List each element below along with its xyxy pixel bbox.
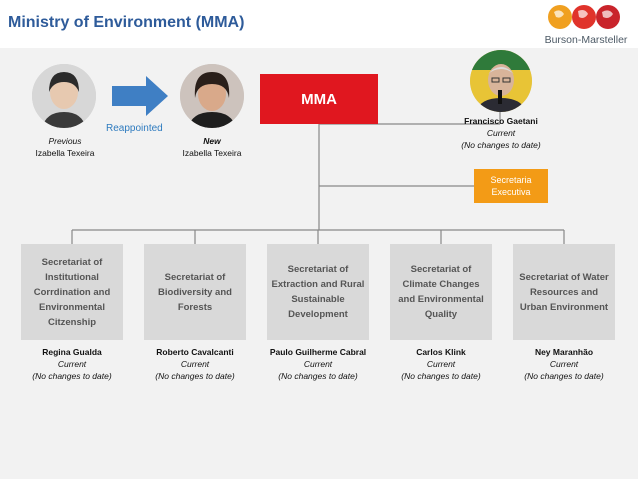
head-note: (No changes to date) bbox=[278, 371, 358, 381]
head-name: Regina Gualda bbox=[42, 347, 102, 357]
head-name: Ney Maranhão bbox=[534, 347, 594, 357]
globe-icons bbox=[548, 5, 620, 29]
executive-note: (No changes to date) bbox=[461, 140, 541, 150]
head-note: (No changes to date) bbox=[524, 371, 604, 381]
head-name: Carlos Klink bbox=[416, 347, 466, 357]
secretariat-head: Paulo Guilherme Cabral Current (No chang… bbox=[257, 346, 379, 382]
logo-text: Burson-Marsteller bbox=[544, 34, 628, 46]
header: Ministry of Environment (MMA) Burson-Mar… bbox=[0, 0, 638, 48]
reappointed-arrow-icon bbox=[112, 76, 168, 116]
secretariat-box: Secretariat of Extraction and Rural Sust… bbox=[267, 244, 369, 340]
secretaria-executiva-box: Secretaria Executiva bbox=[474, 169, 548, 203]
new-minister-caption: New Izabella Texeira bbox=[166, 135, 258, 159]
secretariat-head: Regina Gualda Current (No changes to dat… bbox=[11, 346, 133, 382]
secretariat-box: Secretariat of Biodiversity and Forests bbox=[144, 244, 246, 340]
previous-minister-photo bbox=[32, 64, 96, 128]
head-name: Roberto Cavalcanti bbox=[156, 347, 234, 357]
executive-caption: Francisco Gaetani Current (No changes to… bbox=[446, 115, 556, 151]
head-status: Current bbox=[303, 359, 333, 369]
executive-status: Current bbox=[486, 128, 516, 138]
mma-box: MMA bbox=[260, 74, 378, 124]
head-status: Current bbox=[180, 359, 210, 369]
previous-minister-caption: Previous Izabella Texeira bbox=[20, 135, 110, 159]
secretariat-box: Secretariat of Climate Changes and Envir… bbox=[390, 244, 492, 340]
previous-role: Previous bbox=[48, 136, 82, 146]
head-note: (No changes to date) bbox=[32, 371, 112, 381]
head-status: Current bbox=[549, 359, 579, 369]
previous-name: Izabella Texeira bbox=[35, 148, 95, 158]
secretariat-head: Carlos Klink Current (No changes to date… bbox=[380, 346, 502, 382]
new-minister-photo bbox=[180, 64, 244, 128]
reappointed-label: Reappointed bbox=[106, 123, 163, 134]
executive-name: Francisco Gaetani bbox=[464, 116, 538, 126]
secretariat-box: Secretariat of Water Resources and Urban… bbox=[513, 244, 615, 340]
head-note: (No changes to date) bbox=[401, 371, 481, 381]
secretariat-box: Secretariat of Institutional Corrdinatio… bbox=[21, 244, 123, 340]
new-role: New bbox=[203, 136, 221, 146]
page-title: Ministry of Environment (MMA) bbox=[8, 14, 245, 31]
executive-photo bbox=[470, 50, 532, 112]
secretariat-head: Roberto Cavalcanti Current (No changes t… bbox=[134, 346, 256, 382]
head-note: (No changes to date) bbox=[155, 371, 235, 381]
new-name: Izabella Texeira bbox=[182, 148, 242, 158]
head-status: Current bbox=[426, 359, 456, 369]
secretariat-head: Ney Maranhão Current (No changes to date… bbox=[503, 346, 625, 382]
head-name: Paulo Guilherme Cabral bbox=[269, 347, 367, 357]
burson-marsteller-logo: Burson-Marsteller bbox=[538, 2, 634, 48]
head-status: Current bbox=[57, 359, 87, 369]
